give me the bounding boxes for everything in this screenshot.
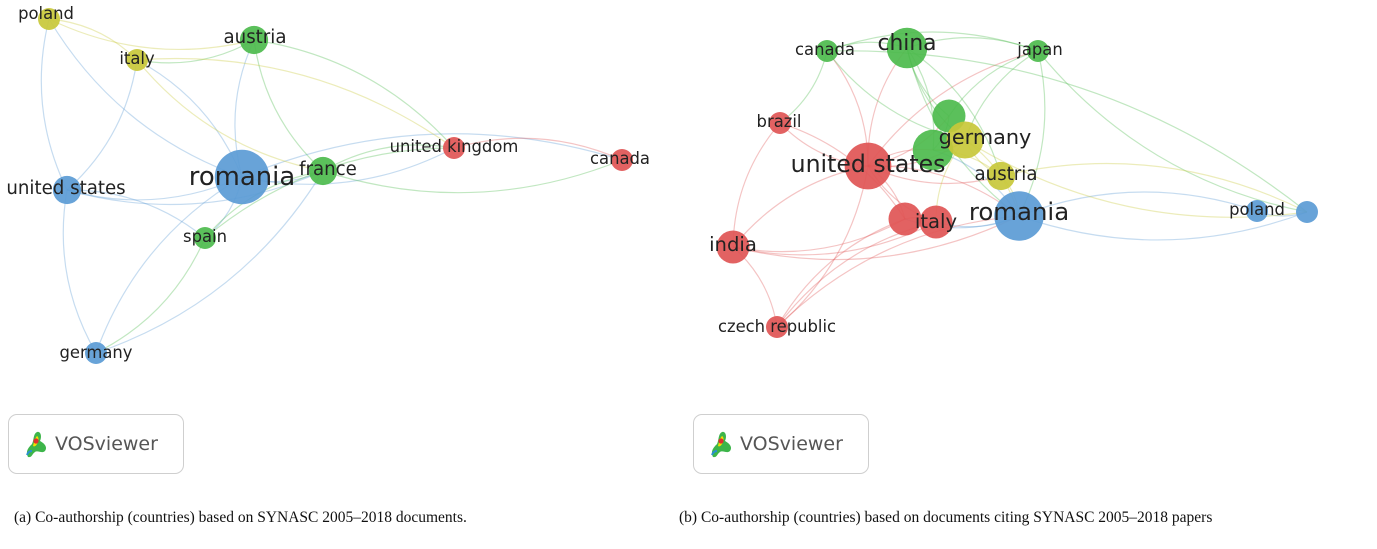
node-poland[interactable] [38, 8, 60, 30]
node-label-canada: canada [590, 149, 650, 168]
link-austria-united-kingdom [253, 39, 455, 149]
node-label-italy: italy [119, 49, 155, 68]
node-austria[interactable] [239, 25, 269, 55]
link-czech-republic-romania [776, 215, 1020, 328]
link-france-canada [322, 159, 623, 194]
link-spain-germany [95, 237, 206, 354]
nodes [716, 27, 1318, 338]
node-labels: romania poland china canada japan germany aust… [709, 31, 1285, 336]
link-poland-austria [48, 18, 255, 50]
node-label-poland: poland [18, 4, 74, 23]
node-india[interactable] [716, 230, 750, 264]
link-green-mid-japan [948, 50, 1039, 117]
link-romania-poland [48, 18, 243, 178]
link-italy-czech-republic [776, 221, 937, 328]
node-united-kingdom[interactable] [443, 137, 465, 159]
link-brazil-india [732, 122, 781, 248]
node-label-united-states: united states [6, 178, 125, 199]
node-labels: romania united states germany austria france… [6, 4, 650, 362]
node-label-romania: romania [189, 162, 295, 192]
node-label-brazil: brazil [757, 112, 802, 131]
node-czech-republic[interactable] [766, 316, 788, 338]
node-germany[interactable] [85, 342, 107, 364]
node-label-canada: canada [795, 40, 855, 59]
node-red-small[interactable] [888, 202, 922, 236]
node-brazil[interactable] [769, 112, 791, 134]
link-germany-france [95, 170, 324, 354]
node-label-romania: romania [969, 197, 1069, 226]
vosviewer-label: VOSviewer [740, 433, 843, 455]
node-label-france: france [299, 159, 357, 180]
node-label-japan: japan [1016, 40, 1062, 59]
node-china[interactable] [886, 27, 928, 69]
link-red-small-india [732, 218, 906, 253]
node-label-spain: spain [183, 227, 227, 246]
node-label-poland: poland [1229, 200, 1285, 219]
node-romania[interactable] [994, 191, 1044, 241]
node-united-states[interactable] [844, 142, 892, 190]
caption-a: (a) Co-authorship (countries) based on S… [14, 509, 467, 526]
link-japan-poland-node2 [1037, 50, 1308, 213]
link-united-states-france [66, 170, 324, 206]
link-united-states-czech-republic [776, 165, 869, 328]
network-graph-a[interactable]: romania united states germany austria france… [0, 0, 680, 400]
link-canada-japan [826, 31, 1039, 52]
node-france[interactable] [308, 156, 338, 186]
link-united-states-japan [867, 50, 1039, 167]
link-united-states-spain [66, 189, 206, 239]
link-romania-germany [95, 176, 243, 354]
link-canada-poland-node2 [826, 50, 1308, 213]
node-label-czech-republic: czech republic [718, 317, 836, 336]
link-romania-poland-node2 [1018, 211, 1308, 241]
link-austria-france [253, 39, 324, 172]
nodes [38, 8, 633, 364]
links [40, 18, 623, 354]
link-united-states-italy [66, 59, 138, 191]
node-poland[interactable] [1246, 200, 1268, 222]
link-italy-united-kingdom [136, 57, 455, 149]
link-united-kingdom-canada [453, 137, 623, 161]
node-japan[interactable] [1027, 40, 1049, 62]
node-green-center[interactable] [912, 129, 954, 171]
node-canada[interactable] [611, 149, 633, 171]
link-romania-canada [241, 133, 623, 178]
vosviewer-logo-box: VOSviewer [693, 414, 869, 474]
link-united-states-germany [62, 189, 97, 354]
node-label-india: india [709, 233, 757, 256]
node-label-china: china [877, 31, 936, 56]
node-label-united-kingdom: united kingdom [390, 137, 519, 156]
link-romania-united-kingdom [241, 147, 455, 185]
node-romania[interactable] [214, 149, 270, 205]
link-red-small-czech-republic [776, 218, 906, 328]
node-label-italy: italy [915, 210, 958, 233]
node-italy[interactable] [919, 205, 953, 239]
vosviewer-logo-icon [711, 431, 732, 458]
node-united-states[interactable] [52, 175, 82, 205]
link-romania-poland [1018, 191, 1258, 217]
caption-b: (b) Co-authorship (countries) based on d… [679, 509, 1213, 526]
link-italy-france [136, 59, 324, 172]
node-canada[interactable] [816, 40, 838, 62]
vosviewer-label: VOSviewer [55, 433, 158, 455]
node-label-germany: germany [59, 343, 132, 362]
node-spain[interactable] [194, 227, 216, 249]
node-italy[interactable] [126, 49, 148, 71]
network-panel-b: romania poland china canada japan germany aust… [685, 0, 1377, 480]
node-germany[interactable] [946, 121, 984, 159]
network-graph-b[interactable]: romania poland china canada japan germany aust… [685, 0, 1377, 400]
node-poland-node2[interactable] [1296, 201, 1318, 223]
node-label-united-states: united states [791, 150, 946, 178]
vosviewer-logo-icon [26, 431, 47, 458]
node-label-austria: austria [224, 27, 287, 48]
node-label-germany: germany [939, 125, 1032, 149]
link-india-romania [732, 215, 1020, 261]
vosviewer-logo-box: VOSviewer [8, 414, 184, 474]
node-label-austria: austria [975, 164, 1038, 185]
link-france-united-kingdom [322, 144, 455, 172]
link-austria-poland-node2 [1000, 162, 1308, 213]
link-united-states-poland [40, 18, 68, 191]
node-austria[interactable] [986, 161, 1016, 191]
network-panel-a: romania united states germany austria france… [0, 0, 680, 480]
